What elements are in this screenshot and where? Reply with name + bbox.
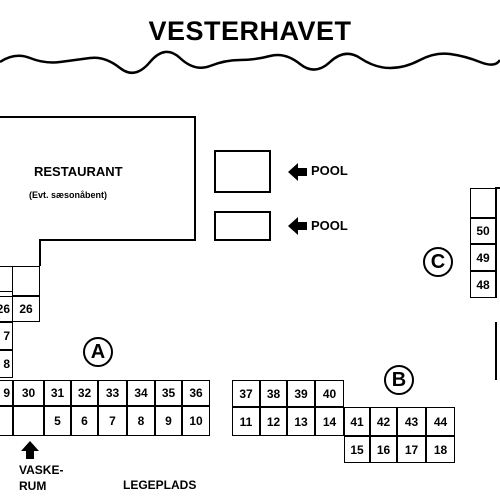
site-unit[interactable]: 49 — [470, 244, 496, 271]
site-unit[interactable]: 12 — [260, 407, 287, 436]
site-unit[interactable]: 38 — [260, 380, 287, 407]
site-unit[interactable] — [470, 188, 496, 218]
site-unit[interactable]: 34 — [127, 380, 155, 406]
site-unit[interactable]: 10 — [182, 406, 210, 436]
site-unit[interactable]: 26 — [0, 296, 13, 322]
site-unit[interactable]: 40 — [315, 380, 344, 407]
site-unit[interactable]: 44 — [426, 407, 455, 436]
zone-b-marker: B — [384, 365, 414, 395]
site-unit[interactable] — [12, 266, 40, 296]
site-unit[interactable]: 41 — [344, 407, 370, 436]
pool-2 — [214, 211, 271, 241]
site-unit[interactable]: 43 — [397, 407, 426, 436]
zone-c-marker: C — [423, 247, 453, 277]
site-unit[interactable]: 48 — [470, 271, 496, 298]
site-unit[interactable] — [13, 406, 44, 436]
site-unit[interactable]: 42 — [370, 407, 397, 436]
up-arrow-icon — [21, 441, 39, 459]
laundry-label: RUM — [19, 479, 47, 493]
restaurant-note: (Evt. sæsonåbent) — [29, 190, 108, 200]
laundry-label: VASKE- — [19, 463, 64, 477]
arrow-icon — [288, 217, 307, 235]
restaurant-name: RESTAURANT — [34, 164, 123, 179]
site-unit[interactable]: 50 — [470, 218, 496, 244]
pool-label: POOL — [311, 218, 348, 233]
arrow-icon — [288, 163, 307, 181]
site-unit[interactable]: 15 — [344, 436, 370, 463]
site-unit[interactable]: 9 — [0, 380, 13, 406]
zone-c-building — [495, 187, 500, 380]
site-unit[interactable]: 16 — [370, 436, 397, 463]
site-unit[interactable]: 18 — [426, 436, 455, 463]
site-unit[interactable]: 35 — [155, 380, 182, 406]
site-unit[interactable]: 30 — [13, 380, 44, 406]
site-unit[interactable]: 26 — [12, 296, 40, 322]
site-unit[interactable]: 6 — [71, 406, 98, 436]
site-unit[interactable]: 14 — [315, 407, 344, 436]
site-unit[interactable]: 7 — [0, 322, 13, 350]
site-unit[interactable]: 39 — [287, 380, 315, 407]
playground-label: LEGEPLADS — [123, 478, 197, 492]
site-unit[interactable]: 31 — [44, 380, 71, 406]
site-unit[interactable] — [0, 406, 13, 436]
site-unit[interactable]: 17 — [397, 436, 426, 463]
sea-wave-line — [0, 50, 500, 75]
site-unit[interactable]: 7 — [98, 406, 127, 436]
site-unit[interactable]: 32 — [71, 380, 98, 406]
site-unit[interactable]: 8 — [127, 406, 155, 436]
pool-label: POOL — [311, 163, 348, 178]
site-unit[interactable]: 13 — [287, 407, 315, 436]
site-unit[interactable]: 33 — [98, 380, 127, 406]
sea-label: VESTERHAVET — [148, 16, 352, 46]
site-unit[interactable]: 11 — [232, 407, 260, 436]
zone-a-marker: A — [83, 337, 113, 367]
site-unit[interactable]: 37 — [232, 380, 260, 407]
restaurant-building — [0, 116, 196, 266]
site-unit[interactable]: 36 — [182, 380, 210, 406]
pool-1 — [214, 150, 271, 193]
site-unit[interactable]: 5 — [44, 406, 71, 436]
site-unit[interactable]: 9 — [155, 406, 182, 436]
site-unit[interactable]: 8 — [0, 350, 13, 378]
